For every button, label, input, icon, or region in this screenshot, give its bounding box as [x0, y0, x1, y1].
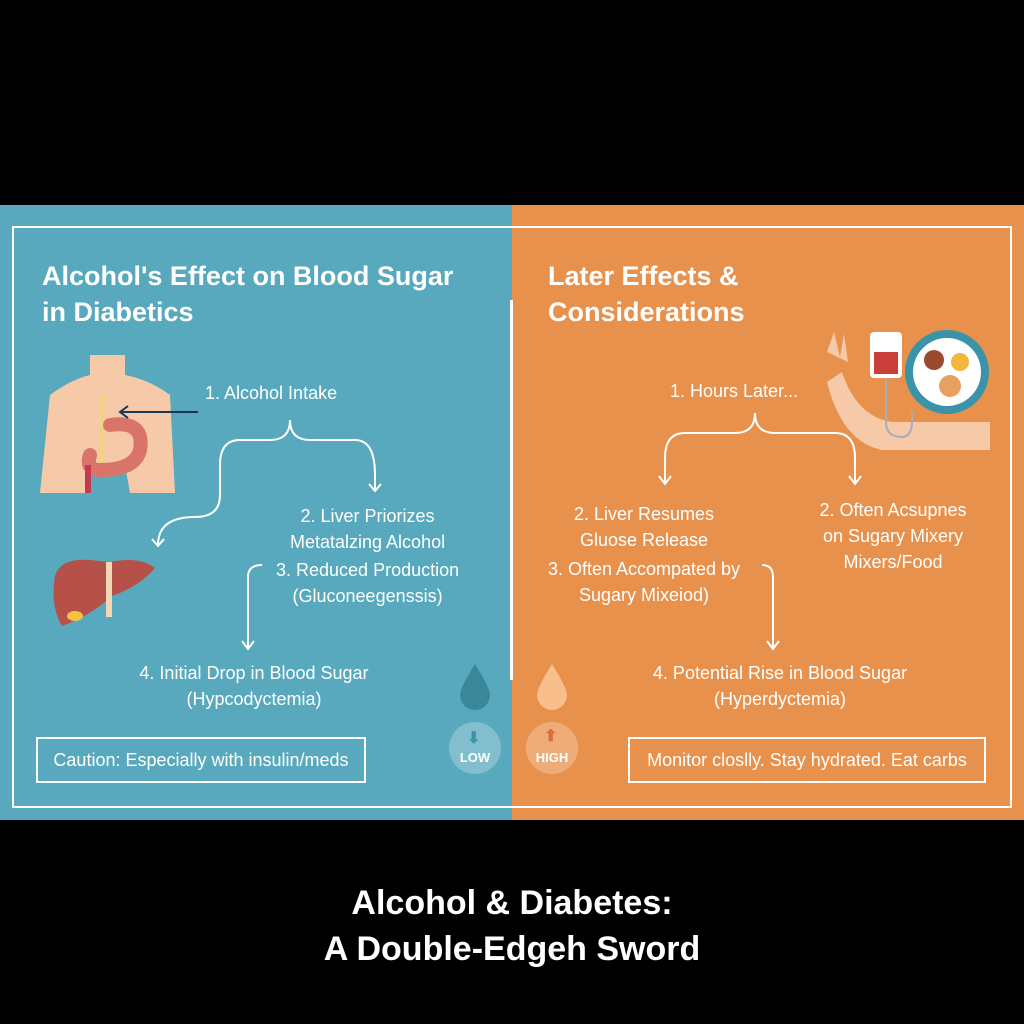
- right-step4: 4. Potential Rise in Blood Sugar (Hyperd…: [630, 660, 930, 712]
- text-line: 2. Liver Resumes: [573, 504, 715, 524]
- caution-box: Caution: Especially with insulin/meds: [36, 737, 366, 783]
- left-step1: 1. Alcohol Intake: [205, 383, 338, 403]
- text-line: 3. Reduced Production: [276, 560, 460, 580]
- badge-label: HIGH: [535, 750, 569, 765]
- left-step3: 3. Reduced Production (Gluconeegenssis): [276, 557, 459, 609]
- arrow-down-icon: ⬇: [467, 730, 481, 747]
- iv-arm-food-icon: [827, 330, 990, 450]
- text-line: 2. Liver Priorizes: [300, 506, 435, 526]
- blood-drop-icon: [460, 664, 490, 710]
- left-panel: [0, 205, 512, 820]
- arrow-up-icon: ⬆: [544, 728, 558, 745]
- footer-line: A Double-Edgeh Sword: [323, 930, 701, 968]
- down-arrow-icon: [761, 564, 780, 651]
- right-panel: [512, 205, 1024, 820]
- left-title-line: in Diabetics: [42, 297, 194, 327]
- divider: [510, 300, 513, 680]
- high-badge: ⬆ HIGH: [526, 722, 578, 774]
- text-line: 4. Potential Rise in Blood Sugar: [652, 663, 908, 683]
- text-line: on Sugary Mixery: [822, 526, 964, 546]
- branch-arrows: [658, 412, 862, 486]
- down-arrow-icon: [241, 564, 263, 651]
- right-title: Later Effects & Considerations: [548, 258, 745, 330]
- left-title-line: Alcohol's Effect on Blood Sugar: [42, 261, 454, 291]
- right-step1: 1. Hours Later...: [670, 381, 799, 401]
- low-badge: ⬇ LOW: [449, 722, 501, 774]
- text-line: Sugary Mixeiod): [578, 585, 710, 605]
- text-line: 3. Often Accompated by: [547, 559, 741, 579]
- text-line: 2. Often Acsupnes: [819, 500, 967, 520]
- text-line: Gluose Release: [579, 530, 709, 550]
- branch-arrows: [151, 419, 382, 548]
- right-title-line: Later Effects &: [548, 261, 739, 291]
- text-line: (Gluconeegenssis): [292, 586, 443, 606]
- right-step3: 3. Often Accompated by Sugary Mixeiod): [536, 556, 752, 608]
- blood-drop-icon: [537, 664, 567, 710]
- arrow-left-icon: [118, 405, 198, 419]
- left-title: Alcohol's Effect on Blood Sugar in Diabe…: [42, 258, 453, 330]
- right-step2b: 2. Often Acsupnes on Sugary Mixery Mixer…: [808, 497, 978, 575]
- left-step4: 4. Initial Drop in Blood Sugar (Hypcodyc…: [115, 660, 393, 712]
- text-line: (Hypcodyctemia): [186, 689, 322, 709]
- footer-title: Alcohol & Diabetes: A Double-Edgeh Sword: [0, 880, 1024, 972]
- advice-box: Monitor closlly. Stay hydrated. Eat carb…: [628, 737, 986, 783]
- badge-label: LOW: [459, 750, 491, 765]
- liver-icon: [53, 559, 155, 626]
- text-line: 4. Initial Drop in Blood Sugar: [139, 663, 369, 683]
- text-line: (Hyperdyctemia): [713, 689, 847, 709]
- right-step2a: 2. Liver Resumes Gluose Release: [564, 501, 724, 553]
- left-step2: 2. Liver Priorizes Metatalzing Alcohol: [290, 503, 445, 555]
- text-line: Mixers/Food: [843, 552, 943, 572]
- footer-line: Alcohol & Diabetes:: [351, 884, 673, 922]
- right-title-line: Considerations: [548, 297, 745, 327]
- torso-icon: [40, 355, 175, 493]
- panel-frame: [12, 226, 1012, 808]
- text-line: Metatalzing Alcohol: [290, 532, 446, 552]
